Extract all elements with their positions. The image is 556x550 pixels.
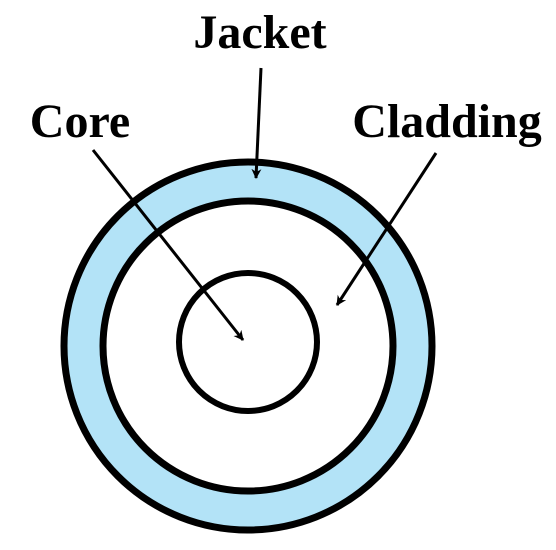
cladding-label: Cladding <box>352 95 541 148</box>
jacket-arrow <box>251 67 263 179</box>
jacket-label: Jacket <box>193 6 326 59</box>
cladding-arrow <box>335 152 438 306</box>
core-label: Core <box>30 95 130 148</box>
core-circle <box>176 270 320 414</box>
core-arrow <box>91 149 245 341</box>
